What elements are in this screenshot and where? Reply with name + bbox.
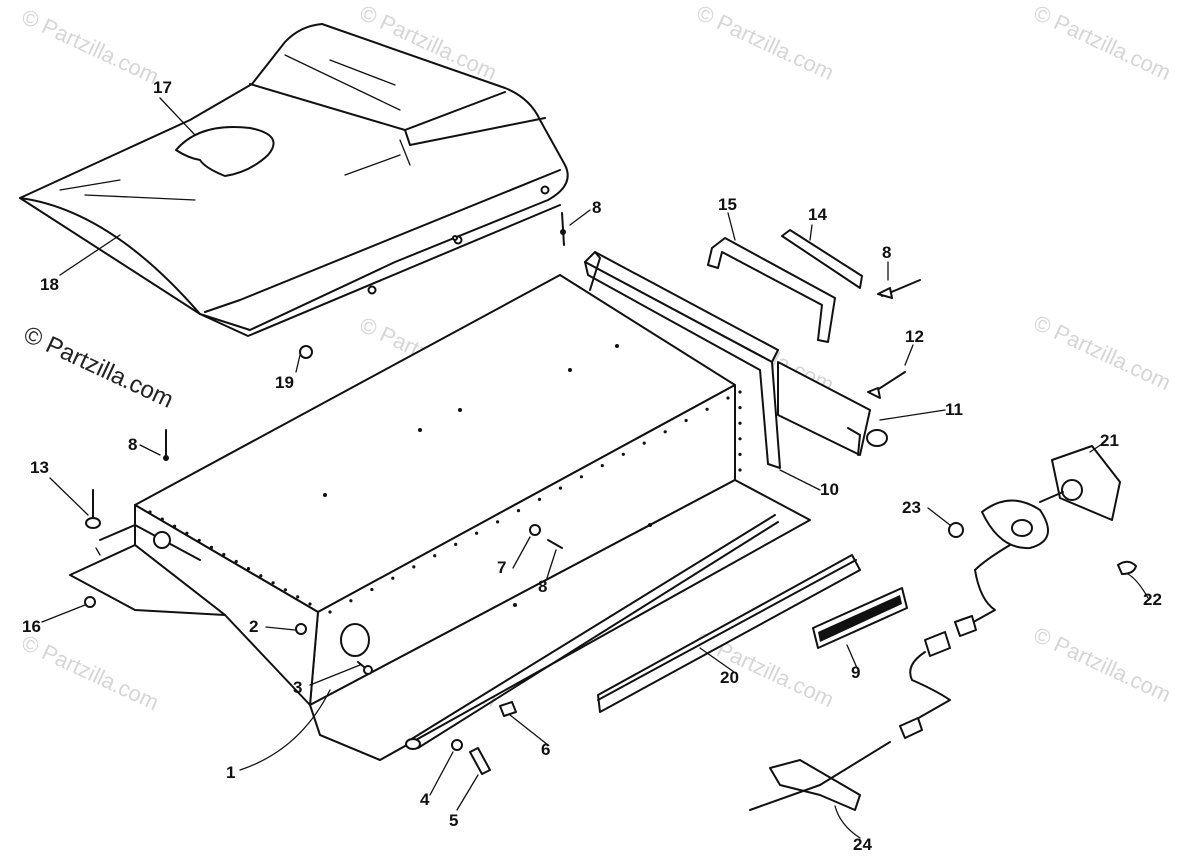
rivet-hole [433,554,437,558]
rivet-hole [246,567,251,571]
callout-14: 14 [808,205,827,224]
rivet-hole [726,396,730,400]
watermark: © Partzilla.com [18,4,163,89]
watermark: © Partzilla.com [18,630,163,715]
callout-6: 6 [541,740,550,759]
watermark: © Partzilla.com [1030,310,1175,395]
trim-strip [597,554,861,713]
rivet-hole [558,486,563,490]
rivet-hole [475,531,479,535]
leader-lines [41,97,1149,839]
callout-15: 15 [718,195,737,214]
callout-17: 17 [153,78,172,97]
callout-12: 12 [905,327,924,346]
rivet-hole [600,464,604,468]
callout-3: 3 [293,678,302,697]
rivet-hole [738,421,742,425]
rivet-hole [738,452,742,456]
callout-21: 21 [1100,431,1119,450]
rivet-hole [197,538,201,542]
plug [299,345,313,359]
callout-20: 20 [720,668,739,687]
reflector [812,587,908,649]
wire-clip [749,741,891,811]
watermark: © Partzilla.com [1030,0,1175,85]
callout-8: 8 [882,243,891,262]
rivet-hole [738,437,742,441]
callout-16: 16 [22,617,41,636]
callout-2: 2 [249,617,258,636]
callout-18: 18 [40,275,59,294]
rivet-hole [642,441,646,445]
rivet-hole [222,552,226,557]
rivet-hole [148,510,152,514]
rivet-hole [412,565,416,569]
rivet-hole [259,574,263,578]
callout-8: 8 [592,198,601,217]
rivet-hole [454,542,458,547]
callout-7: 7 [497,558,506,577]
rivet-hole [705,407,709,411]
rivet-hole [328,610,332,614]
handle-pad [781,229,863,289]
rivet-hole [160,517,164,521]
base-pan [69,274,811,761]
rivet-hole [684,418,688,423]
callout-22: 22 [1143,590,1162,609]
callout-10: 10 [820,480,839,499]
rivet-hole [185,531,189,535]
rivet-hole [234,559,238,564]
nut [948,522,964,538]
rivet-hole [537,497,542,501]
callout-9: 9 [851,663,860,682]
callout-23: 23 [902,498,921,517]
rivet-hole [738,390,742,394]
rivet-hole [579,475,584,479]
callout-11: 11 [945,400,963,419]
handle [707,237,836,343]
callout-19: 19 [275,373,294,392]
rivet-hole [308,602,312,606]
rivet-hole [621,452,625,456]
rivet-hole [738,468,742,472]
rivet-hole [296,595,300,599]
rivet-hole [391,576,395,580]
callout-4: 4 [420,790,430,809]
rivet-hole [173,524,177,528]
callout-1: 1 [226,763,235,782]
fasteners [84,212,921,775]
angle-bracket [584,251,781,469]
hood-cover [19,23,569,337]
rivet-hole [738,406,742,410]
rivet-hole [496,520,500,524]
rivet-hole [271,581,275,585]
decal [175,125,275,177]
callout-8: 8 [128,435,137,454]
callout-8: 8 [538,577,547,596]
rivet-hole [349,599,353,603]
callout-5: 5 [449,811,458,830]
support-rail [777,361,888,456]
callout-24: 24 [853,835,872,854]
watermark-main: © Partzilla.com [19,321,177,414]
rivet-hole [283,588,287,592]
bulb [1117,560,1137,575]
rivet-hole [663,430,667,434]
switch-assembly [899,445,1121,739]
rivet-hole [370,587,374,592]
watermark: © Partzilla.com [693,0,838,85]
rivet-hole [209,545,214,550]
watermark: © Partzilla.com [1030,622,1175,707]
callouts: 17 18 19 8 15 14 8 12 11 10 8 13 16 2 3 … [22,78,1162,854]
rivet-hole [516,509,521,513]
callout-13: 13 [30,458,49,477]
